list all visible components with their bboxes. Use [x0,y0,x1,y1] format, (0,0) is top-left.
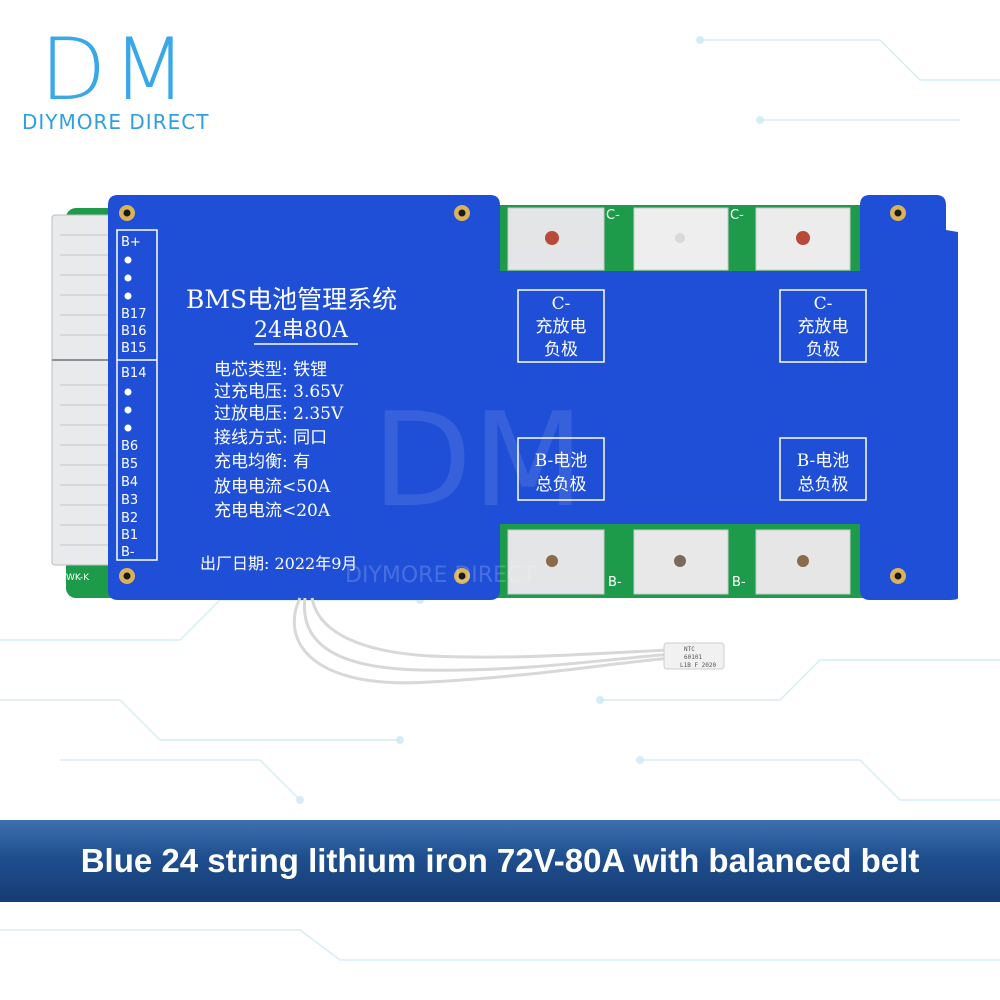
pad-top-label-2: C- [730,208,744,223]
pin-label: B- [121,545,135,560]
spec-line: 电芯类型: 铁锂 [214,360,327,380]
pin-label: B2 [121,511,138,526]
pin-label: B17 [121,307,146,322]
pad-bottom-label-2: B- [732,575,746,590]
pin-label: B15 [121,341,146,356]
pin-label: B4 [121,475,138,490]
pin-label: B1 [121,528,138,543]
spec-line: 充电电流<20A [214,501,331,521]
box-c-right [779,289,867,363]
board-subtitle: 24串80A [254,318,349,343]
spec-line: 过充电压: 3.65V [214,382,344,402]
spec-line: 接线方式: 同口 [214,428,327,448]
box-c-right-line: 负极 [806,340,840,360]
balance-connector [51,214,115,566]
pin-label: B14 [121,366,146,381]
box-b-right-line: B-电池 [797,451,850,471]
blue-cover-left [108,195,958,600]
pad-top-label-1: C- [606,208,620,223]
box-c-left-line: C- [552,294,571,314]
box-c-left-line: 负极 [544,340,578,360]
watermark-text: DIYMORE DIRECT [345,563,536,588]
pin-label: B16 [121,324,146,339]
box-b-left [517,437,605,501]
banner-text: Blue 24 string lithium iron 72V-80A with… [80,842,920,879]
box-b-right [779,437,867,501]
pin-label: B5 [121,457,138,472]
connector-mark: WK-K [66,573,90,583]
spec-line: 过放电压: 2.35V [214,404,344,424]
box-c-left [517,289,605,363]
box-b-left-line: 总负极 [536,475,587,495]
sensor-text: 60101 [684,654,702,661]
product-banner: Blue 24 string lithium iron 72V-80A with… [0,820,1000,902]
pin-label: B+ [121,235,141,250]
spec-line: 充电均衡: 有 [214,452,310,472]
logo-mark: DM [40,20,193,120]
logo-subtitle: DIYMORE DIRECT [22,110,210,134]
sensor-text: NTC [684,646,695,653]
brand-logo: DM DIYMORE DIRECT [22,20,222,140]
pin-label: B3 [121,493,138,508]
ntc-sensor [663,642,725,670]
box-b-left-line: B-电池 [535,451,588,471]
pin-label: B6 [121,439,138,454]
box-b-right-line: 总负极 [798,475,849,495]
box-c-right-line: 充放电 [798,317,849,337]
watermark-mark: DM [372,384,584,536]
sensor-text: L1B F 2020 [680,662,717,669]
sensor-wires [292,597,673,685]
box-c-right-line: C- [814,294,833,314]
pin-label-frame [116,229,158,561]
pad-bottom-label-1: B- [608,575,622,590]
board-title: BMS电池管理系统 [186,285,397,314]
manufacture-date: 出厂日期: 2022年9月 [200,554,357,573]
box-c-left-line: 充放电 [536,317,587,337]
spec-line: 放电电流<50A [214,477,331,497]
